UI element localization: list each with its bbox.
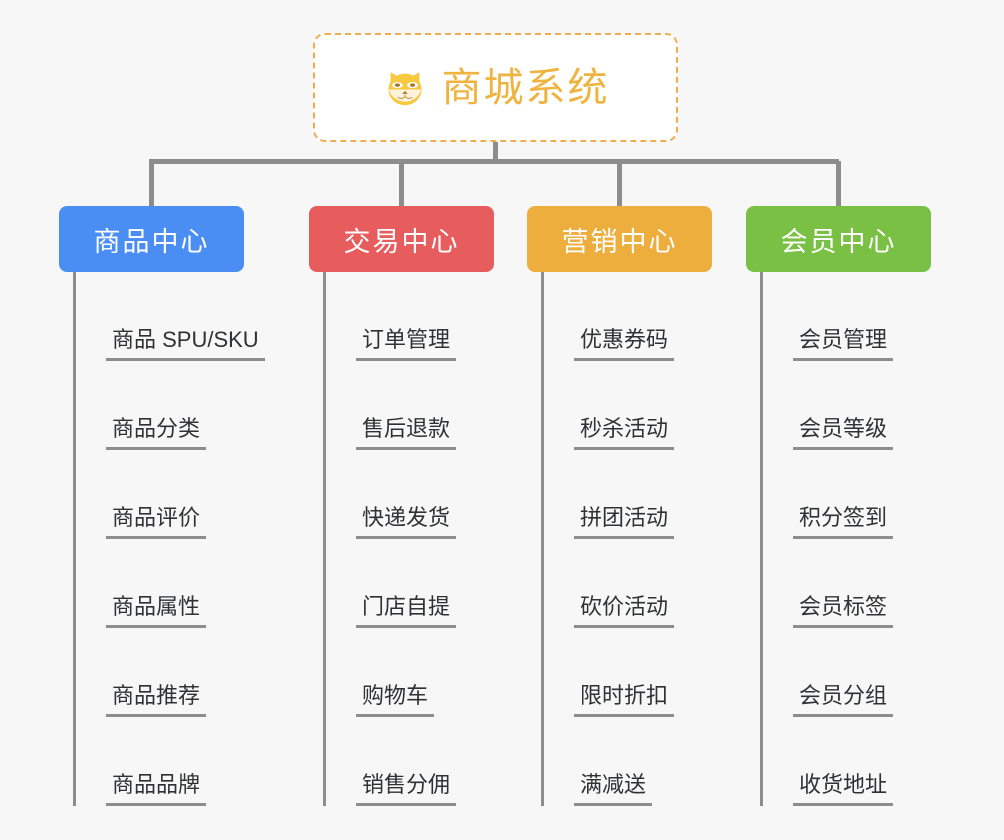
list-item[interactable]: 售后退款 [340, 361, 494, 450]
leaf-label: 商品属性 [106, 596, 207, 628]
list-item[interactable]: 商品评价 [90, 450, 244, 539]
list-item[interactable]: 会员标签 [777, 539, 931, 628]
leaf-list-member: 会员管理 会员等级 积分签到 会员标签 会员分组 收货地址 [760, 272, 931, 806]
leaf-label: 优惠券码 [574, 329, 675, 361]
list-item[interactable]: 会员管理 [777, 272, 931, 361]
list-item[interactable]: 会员分组 [777, 628, 931, 717]
branch-header-member[interactable]: 会员中心 [746, 206, 931, 272]
list-item[interactable]: 秒杀活动 [558, 361, 712, 450]
list-item[interactable]: 拼团活动 [558, 450, 712, 539]
list-item[interactable]: 砍价活动 [558, 539, 712, 628]
branch-header-marketing[interactable]: 营销中心 [527, 206, 712, 272]
leaf-label: 商品推荐 [106, 685, 207, 717]
branch-header-product[interactable]: 商品中心 [59, 206, 244, 272]
leaf-label: 会员管理 [793, 329, 894, 361]
list-item[interactable]: 商品属性 [90, 539, 244, 628]
list-item[interactable]: 商品分类 [90, 361, 244, 450]
leaf-label: 商品评价 [106, 507, 207, 539]
leaf-label: 快递发货 [356, 507, 457, 539]
list-item[interactable]: 商品品牌 [90, 717, 244, 806]
branch-header-label: 营销中心 [561, 226, 678, 257]
leaf-label: 销售分佣 [356, 774, 457, 806]
branch-header-label: 交易中心 [343, 226, 460, 257]
leaf-list-trade: 订单管理 售后退款 快递发货 门店自提 购物车 销售分佣 [323, 272, 494, 806]
leaf-label: 满减送 [574, 774, 653, 806]
leaf-label: 商品品牌 [106, 774, 207, 806]
leaf-label: 拼团活动 [574, 507, 675, 539]
leaf-label: 订单管理 [356, 329, 457, 361]
leaf-label: 会员等级 [793, 418, 894, 450]
list-item[interactable]: 会员等级 [777, 361, 931, 450]
list-item[interactable]: 优惠券码 [558, 272, 712, 361]
list-item[interactable]: 订单管理 [340, 272, 494, 361]
list-item[interactable]: 销售分佣 [340, 717, 494, 806]
branch-header-label: 会员中心 [780, 226, 897, 257]
list-item[interactable]: 购物车 [340, 628, 494, 717]
branch-column-product: 商品中心 商品 SPU/SKU 商品分类 商品评价 商品属性 商品推荐 商品品牌 [59, 206, 265, 806]
branch-column-trade: 交易中心 订单管理 售后退款 快递发货 门店自提 购物车 销售分佣 [309, 206, 494, 806]
leaf-label: 砍价活动 [574, 596, 675, 628]
leaf-label: 售后退款 [356, 418, 457, 450]
leaf-list-marketing: 优惠券码 秒杀活动 拼团活动 砍价活动 限时折扣 满减送 [541, 272, 712, 806]
leaf-label: 收货地址 [793, 774, 894, 806]
list-item[interactable]: 快递发货 [340, 450, 494, 539]
leaf-label: 限时折扣 [574, 685, 675, 717]
shiba-dog-icon [387, 71, 422, 105]
leaf-label: 积分签到 [793, 507, 894, 539]
list-item[interactable]: 限时折扣 [558, 628, 712, 717]
root-node[interactable]: 商城系统 [313, 33, 678, 142]
leaf-list-product: 商品 SPU/SKU 商品分类 商品评价 商品属性 商品推荐 商品品牌 [73, 272, 265, 806]
list-item[interactable]: 积分签到 [777, 450, 931, 539]
branch-column-marketing: 营销中心 优惠券码 秒杀活动 拼团活动 砍价活动 限时折扣 满减送 [527, 206, 712, 806]
branch-header-trade[interactable]: 交易中心 [309, 206, 494, 272]
leaf-label: 购物车 [356, 685, 435, 717]
branch-header-label: 商品中心 [93, 226, 210, 257]
list-item[interactable]: 商品推荐 [90, 628, 244, 717]
list-item[interactable]: 满减送 [558, 717, 712, 806]
leaf-label: 商品分类 [106, 418, 207, 450]
leaf-label: 商品 SPU/SKU [106, 329, 265, 361]
leaf-label: 秒杀活动 [574, 418, 675, 450]
branch-column-member: 会员中心 会员管理 会员等级 积分签到 会员标签 会员分组 收货地址 [746, 206, 931, 806]
list-item[interactable]: 收货地址 [777, 717, 931, 806]
list-item[interactable]: 门店自提 [340, 539, 494, 628]
leaf-label: 会员标签 [793, 596, 894, 628]
page-title: 商城系统 [441, 65, 610, 110]
list-item[interactable]: 商品 SPU/SKU [90, 272, 265, 361]
leaf-label: 门店自提 [356, 596, 457, 628]
leaf-label: 会员分组 [793, 685, 894, 717]
